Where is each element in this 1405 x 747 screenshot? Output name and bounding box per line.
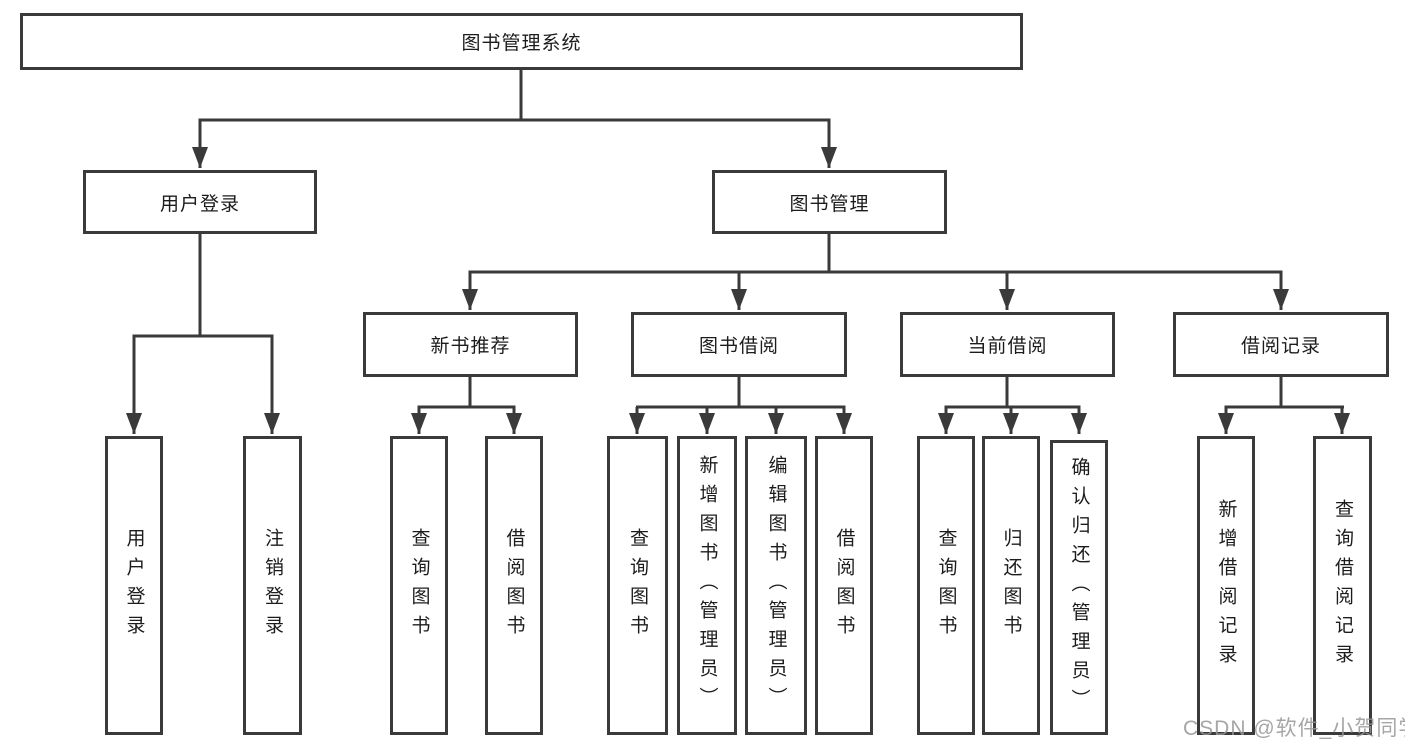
leaf-confirm-return-admin: 确认归还（管理员） bbox=[1050, 440, 1108, 735]
node-book-borrowing: 图书借阅 bbox=[631, 312, 847, 377]
leaf-add-borrow-record: 新增借阅记录 bbox=[1197, 436, 1255, 735]
leaf-query-books-recommend: 查询图书 bbox=[390, 436, 448, 735]
node-borrowing-records: 借阅记录 bbox=[1173, 312, 1389, 377]
csdn-watermark: CSDN @软件_小贺同学 bbox=[1183, 717, 1405, 740]
leaf-logout: 注销登录 bbox=[243, 436, 302, 735]
node-new-book-recommendation: 新书推荐 bbox=[363, 312, 578, 377]
leaf-add-books-admin: 新增图书（管理员） bbox=[677, 436, 737, 735]
node-user-login: 用户登录 bbox=[83, 170, 317, 234]
leaf-return-books: 归还图书 bbox=[982, 436, 1040, 735]
leaf-query-books-borrowing: 查询图书 bbox=[607, 436, 668, 735]
node-book-management: 图书管理 bbox=[712, 170, 947, 234]
leaf-user-login: 用户登录 bbox=[105, 436, 163, 735]
node-library-management-system: 图书管理系统 bbox=[20, 13, 1023, 70]
leaf-edit-books-admin: 编辑图书（管理员） bbox=[745, 436, 807, 735]
leaf-query-books-current: 查询图书 bbox=[917, 436, 975, 735]
leaf-borrow-books-recommend: 借阅图书 bbox=[485, 436, 543, 735]
leaf-query-borrow-record: 查询借阅记录 bbox=[1313, 436, 1372, 735]
leaf-borrow-books: 借阅图书 bbox=[815, 436, 873, 735]
node-current-borrowing: 当前借阅 bbox=[900, 312, 1115, 377]
